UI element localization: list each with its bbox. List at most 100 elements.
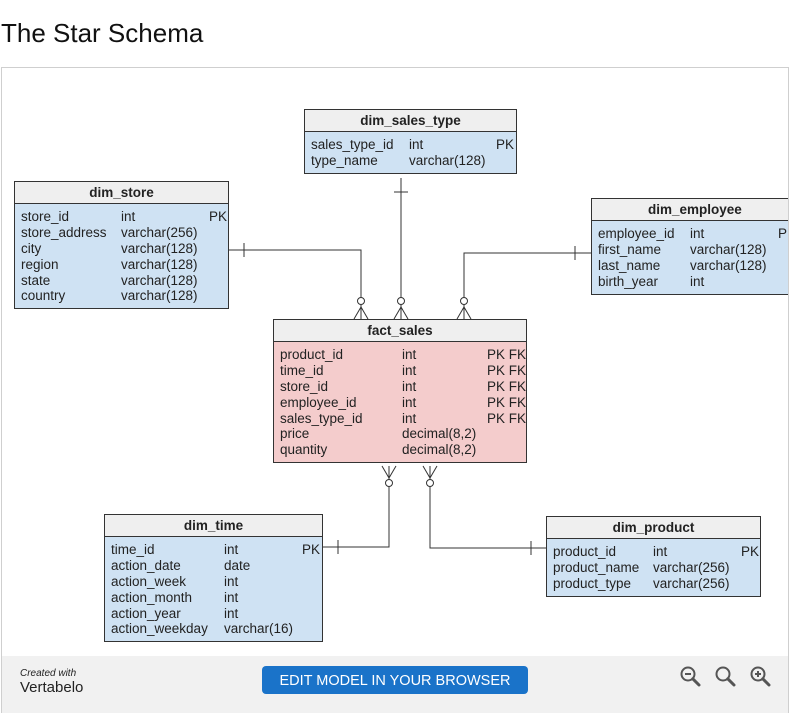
column-row: action_week int (105, 574, 322, 590)
column-name: product_name (553, 559, 640, 575)
zoom-out-icon[interactable] (678, 664, 702, 688)
column-row: action_weekday varchar(16) (105, 621, 322, 637)
column-type: varchar(256) (653, 559, 730, 575)
column-type: int (224, 605, 239, 621)
column-type: varchar(128) (690, 241, 767, 257)
relationship-product (422, 465, 546, 555)
column-row: time_id int PK (105, 542, 322, 558)
column-row: action_date date (105, 558, 322, 574)
column-name: employee_id (598, 226, 675, 241)
column-type: int (224, 542, 239, 557)
diagram-canvas[interactable]: dim_sales_type sales_type_id int PK type… (2, 68, 788, 658)
table-dim-sales-type[interactable]: dim_sales_type sales_type_id int PK type… (304, 109, 517, 174)
column-type: int (402, 347, 417, 362)
column-type: int (224, 589, 239, 605)
table-dim-employee[interactable]: dim_employee employee_id int PK first_na… (591, 198, 788, 295)
viewer-footer: Created with Vertabelo EDIT MODEL IN YOU… (2, 656, 788, 713)
column-row: last_name varchar(128) (592, 257, 788, 274)
column-name: time_id (280, 362, 324, 378)
column-name: product_type (553, 575, 632, 591)
column-name: sales_type_id (280, 410, 363, 426)
column-type: int (409, 137, 424, 152)
column-key: PK FK (487, 347, 527, 362)
column-key: PK (778, 226, 788, 241)
column-name: country (21, 288, 66, 304)
column-type: varchar(128) (121, 272, 198, 288)
column-name: store_address (21, 224, 107, 240)
column-key: PK (302, 542, 321, 557)
column-row: action_year int (105, 606, 322, 622)
column-type: int (402, 410, 417, 426)
column-key: PK (496, 137, 515, 152)
column-row: state varchar(128) (15, 273, 228, 289)
column-row: product_type varchar(256) (547, 576, 760, 592)
column-type: varchar(256) (653, 575, 730, 591)
column-key: PK (209, 209, 228, 224)
column-name: region (21, 256, 59, 272)
table-title: dim_employee (592, 199, 788, 221)
column-type: date (224, 557, 251, 573)
column-row: action_month int (105, 590, 322, 606)
column-row: price decimal(8,2) (274, 426, 526, 442)
page-title: The Star Schema (1, 18, 204, 49)
column-row: product_id int PK (547, 544, 760, 560)
zoom-in-icon[interactable] (748, 664, 772, 688)
column-type: varchar(128) (121, 288, 198, 304)
column-type: varchar(16) (224, 621, 294, 637)
column-type: varchar(128) (690, 257, 767, 273)
column-type: varchar(256) (121, 224, 198, 240)
column-name: sales_type_id (311, 137, 394, 152)
relationship-store (228, 243, 369, 320)
vertabelo-brand[interactable]: Created with Vertabelo (20, 668, 83, 696)
table-title: dim_sales_type (305, 110, 516, 132)
column-row: country varchar(128) (15, 288, 228, 304)
column-row: quantity decimal(8,2) (274, 442, 526, 458)
column-name: type_name (311, 152, 378, 168)
column-name: price (280, 426, 310, 442)
zoom-reset-icon[interactable] (713, 664, 737, 688)
column-type: varchar(128) (121, 240, 198, 256)
column-type: int (121, 209, 136, 224)
column-type: int (224, 573, 239, 589)
column-row: store_id int PK (15, 209, 228, 225)
column-type: varchar(128) (121, 256, 198, 272)
column-type: decimal(8,2) (402, 442, 477, 458)
column-row: store_address varchar(256) (15, 225, 228, 241)
column-row: type_name varchar(128) (305, 153, 516, 169)
relationship-sales-type (393, 178, 409, 320)
relationship-time (322, 465, 397, 554)
column-name: time_id (111, 542, 155, 557)
column-row: product_name varchar(256) (547, 560, 760, 576)
column-type: int (690, 273, 705, 289)
column-type: int (653, 544, 668, 559)
column-row: birth_year int (592, 273, 788, 290)
table-fact-sales[interactable]: fact_sales product_id int PK FK time_id … (273, 319, 527, 464)
table-dim-time[interactable]: dim_time time_id int PK action_date date… (104, 514, 323, 643)
column-row: employee_id int PK (592, 226, 788, 242)
column-row: city varchar(128) (15, 241, 228, 257)
column-name: employee_id (280, 394, 357, 410)
table-title: dim_product (547, 517, 760, 539)
column-name: action_year (111, 605, 181, 621)
column-name: first_name (598, 241, 662, 257)
column-row: sales_type_id int PK FK (274, 411, 526, 427)
column-key: PK FK (487, 378, 527, 394)
table-title: dim_store (15, 182, 228, 204)
column-row: employee_id int PK FK (274, 395, 526, 411)
edit-model-button[interactable]: EDIT MODEL IN YOUR BROWSER (262, 666, 528, 694)
column-name: action_week (111, 573, 187, 589)
column-name: action_date (111, 557, 181, 573)
column-type: varchar(128) (409, 152, 486, 168)
column-name: product_id (553, 544, 617, 559)
column-name: store_id (280, 378, 329, 394)
table-dim-store[interactable]: dim_store store_id int PK store_address … (14, 181, 229, 310)
column-name: city (21, 240, 42, 256)
column-name: action_weekday (111, 621, 208, 637)
column-name: product_id (280, 347, 344, 362)
column-name: store_id (21, 209, 70, 224)
column-row: sales_type_id int PK (305, 137, 516, 153)
vertabelo-logo: Vertabelo (20, 679, 84, 696)
column-key: PK FK (487, 362, 527, 378)
table-dim-product[interactable]: dim_product product_id int PK product_na… (546, 516, 761, 597)
diagram-frame: dim_sales_type sales_type_id int PK type… (1, 67, 789, 713)
